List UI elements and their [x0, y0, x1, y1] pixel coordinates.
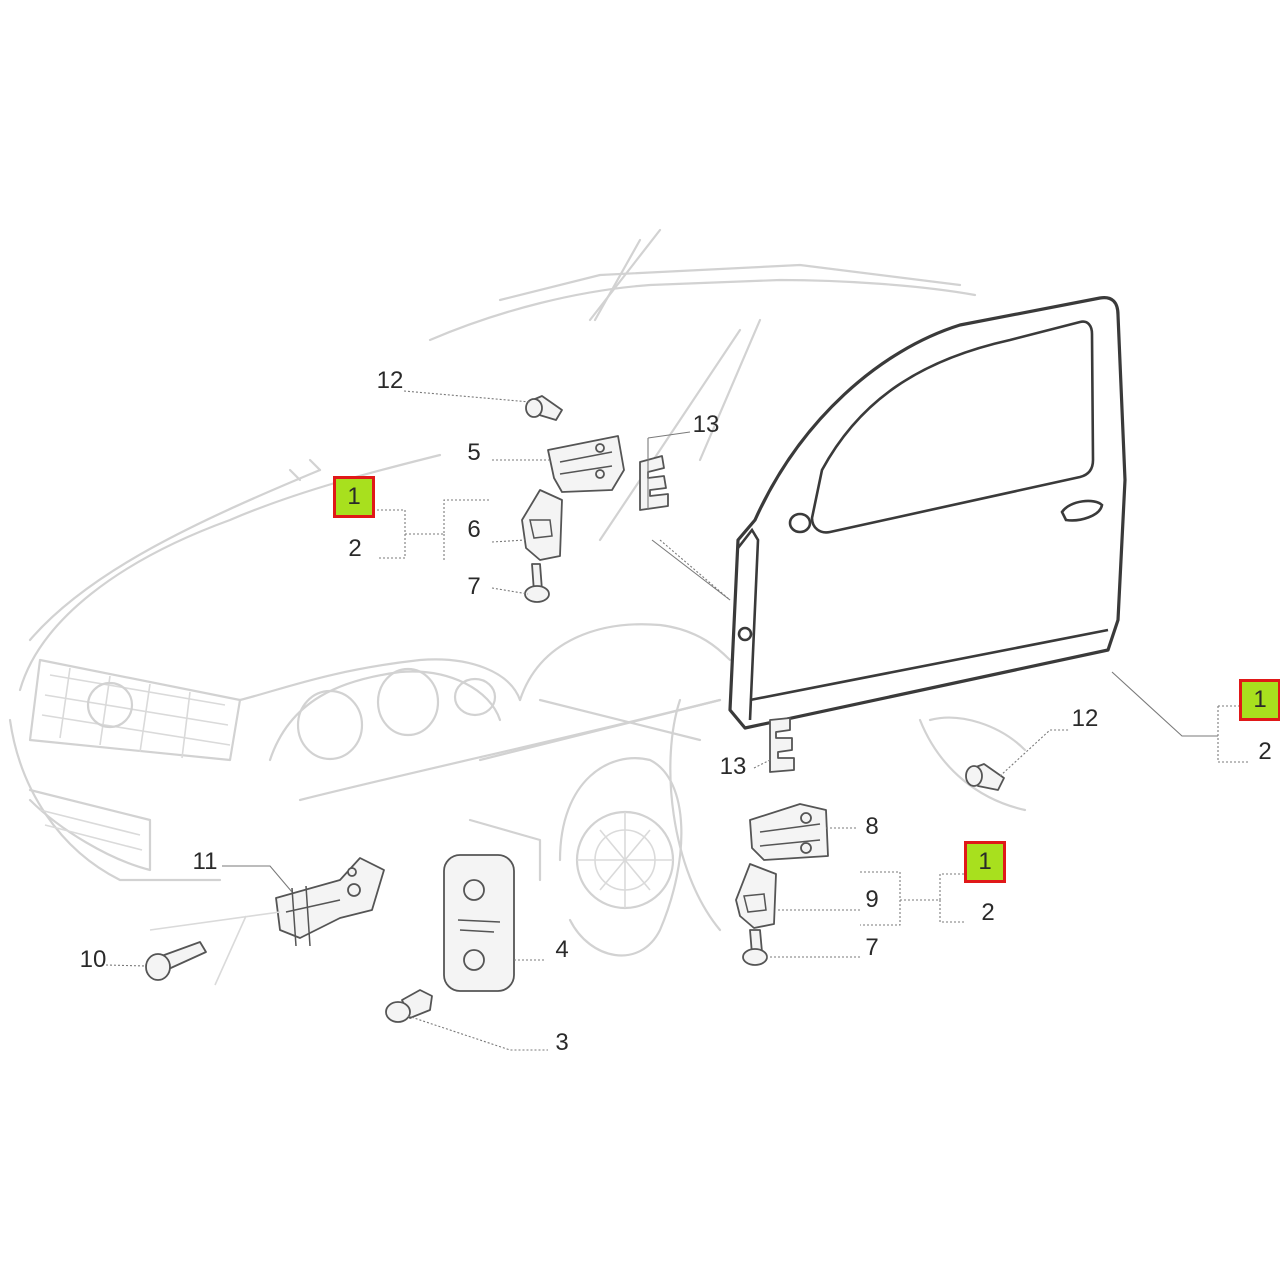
- callout-2-right: 2: [1258, 738, 1272, 765]
- vehicle-outline: [8, 228, 1027, 957]
- callout-10: 10: [79, 946, 107, 973]
- striker-plate-4: [443, 854, 515, 992]
- callout-12-top: 12: [376, 367, 404, 394]
- callout-7-top: 7: [467, 573, 481, 600]
- hinge-8: [749, 803, 829, 861]
- bolt-7-bottom: [742, 929, 768, 966]
- bolt-12-right: [965, 763, 1005, 791]
- bolt-10: [145, 941, 207, 981]
- callout-5: 5: [467, 439, 481, 466]
- callout-13-mid: 13: [719, 753, 747, 780]
- callout-4: 4: [555, 936, 569, 963]
- check-strap-11: [149, 857, 385, 986]
- hinge-5: [547, 435, 625, 493]
- shim-13-mid: [769, 717, 795, 773]
- callout-6: 6: [467, 516, 481, 543]
- callout-1-right-highlighted[interactable]: 1: [1239, 679, 1280, 721]
- bolt-7-top: [524, 563, 550, 603]
- front-door: [728, 296, 1127, 730]
- callout-9: 9: [865, 886, 879, 913]
- shim-13-top: [639, 455, 669, 511]
- callout-1-mid-highlighted[interactable]: 1: [964, 841, 1006, 883]
- callout-1-left-highlighted[interactable]: 1: [333, 476, 375, 518]
- bolt-12-top: [525, 395, 563, 421]
- callout-3: 3: [555, 1029, 569, 1056]
- hinge-6: [521, 489, 563, 561]
- callout-2-left: 2: [348, 535, 362, 562]
- callout-12-right: 12: [1071, 705, 1099, 732]
- callout-13-top: 13: [692, 411, 720, 438]
- leader-lines: [105, 390, 1250, 1051]
- screw-3: [385, 989, 433, 1023]
- hinge-9: [735, 863, 777, 929]
- callout-7-bottom: 7: [865, 934, 879, 961]
- callout-2-mid: 2: [981, 899, 995, 926]
- callout-11: 11: [192, 848, 218, 875]
- callout-8: 8: [865, 813, 879, 840]
